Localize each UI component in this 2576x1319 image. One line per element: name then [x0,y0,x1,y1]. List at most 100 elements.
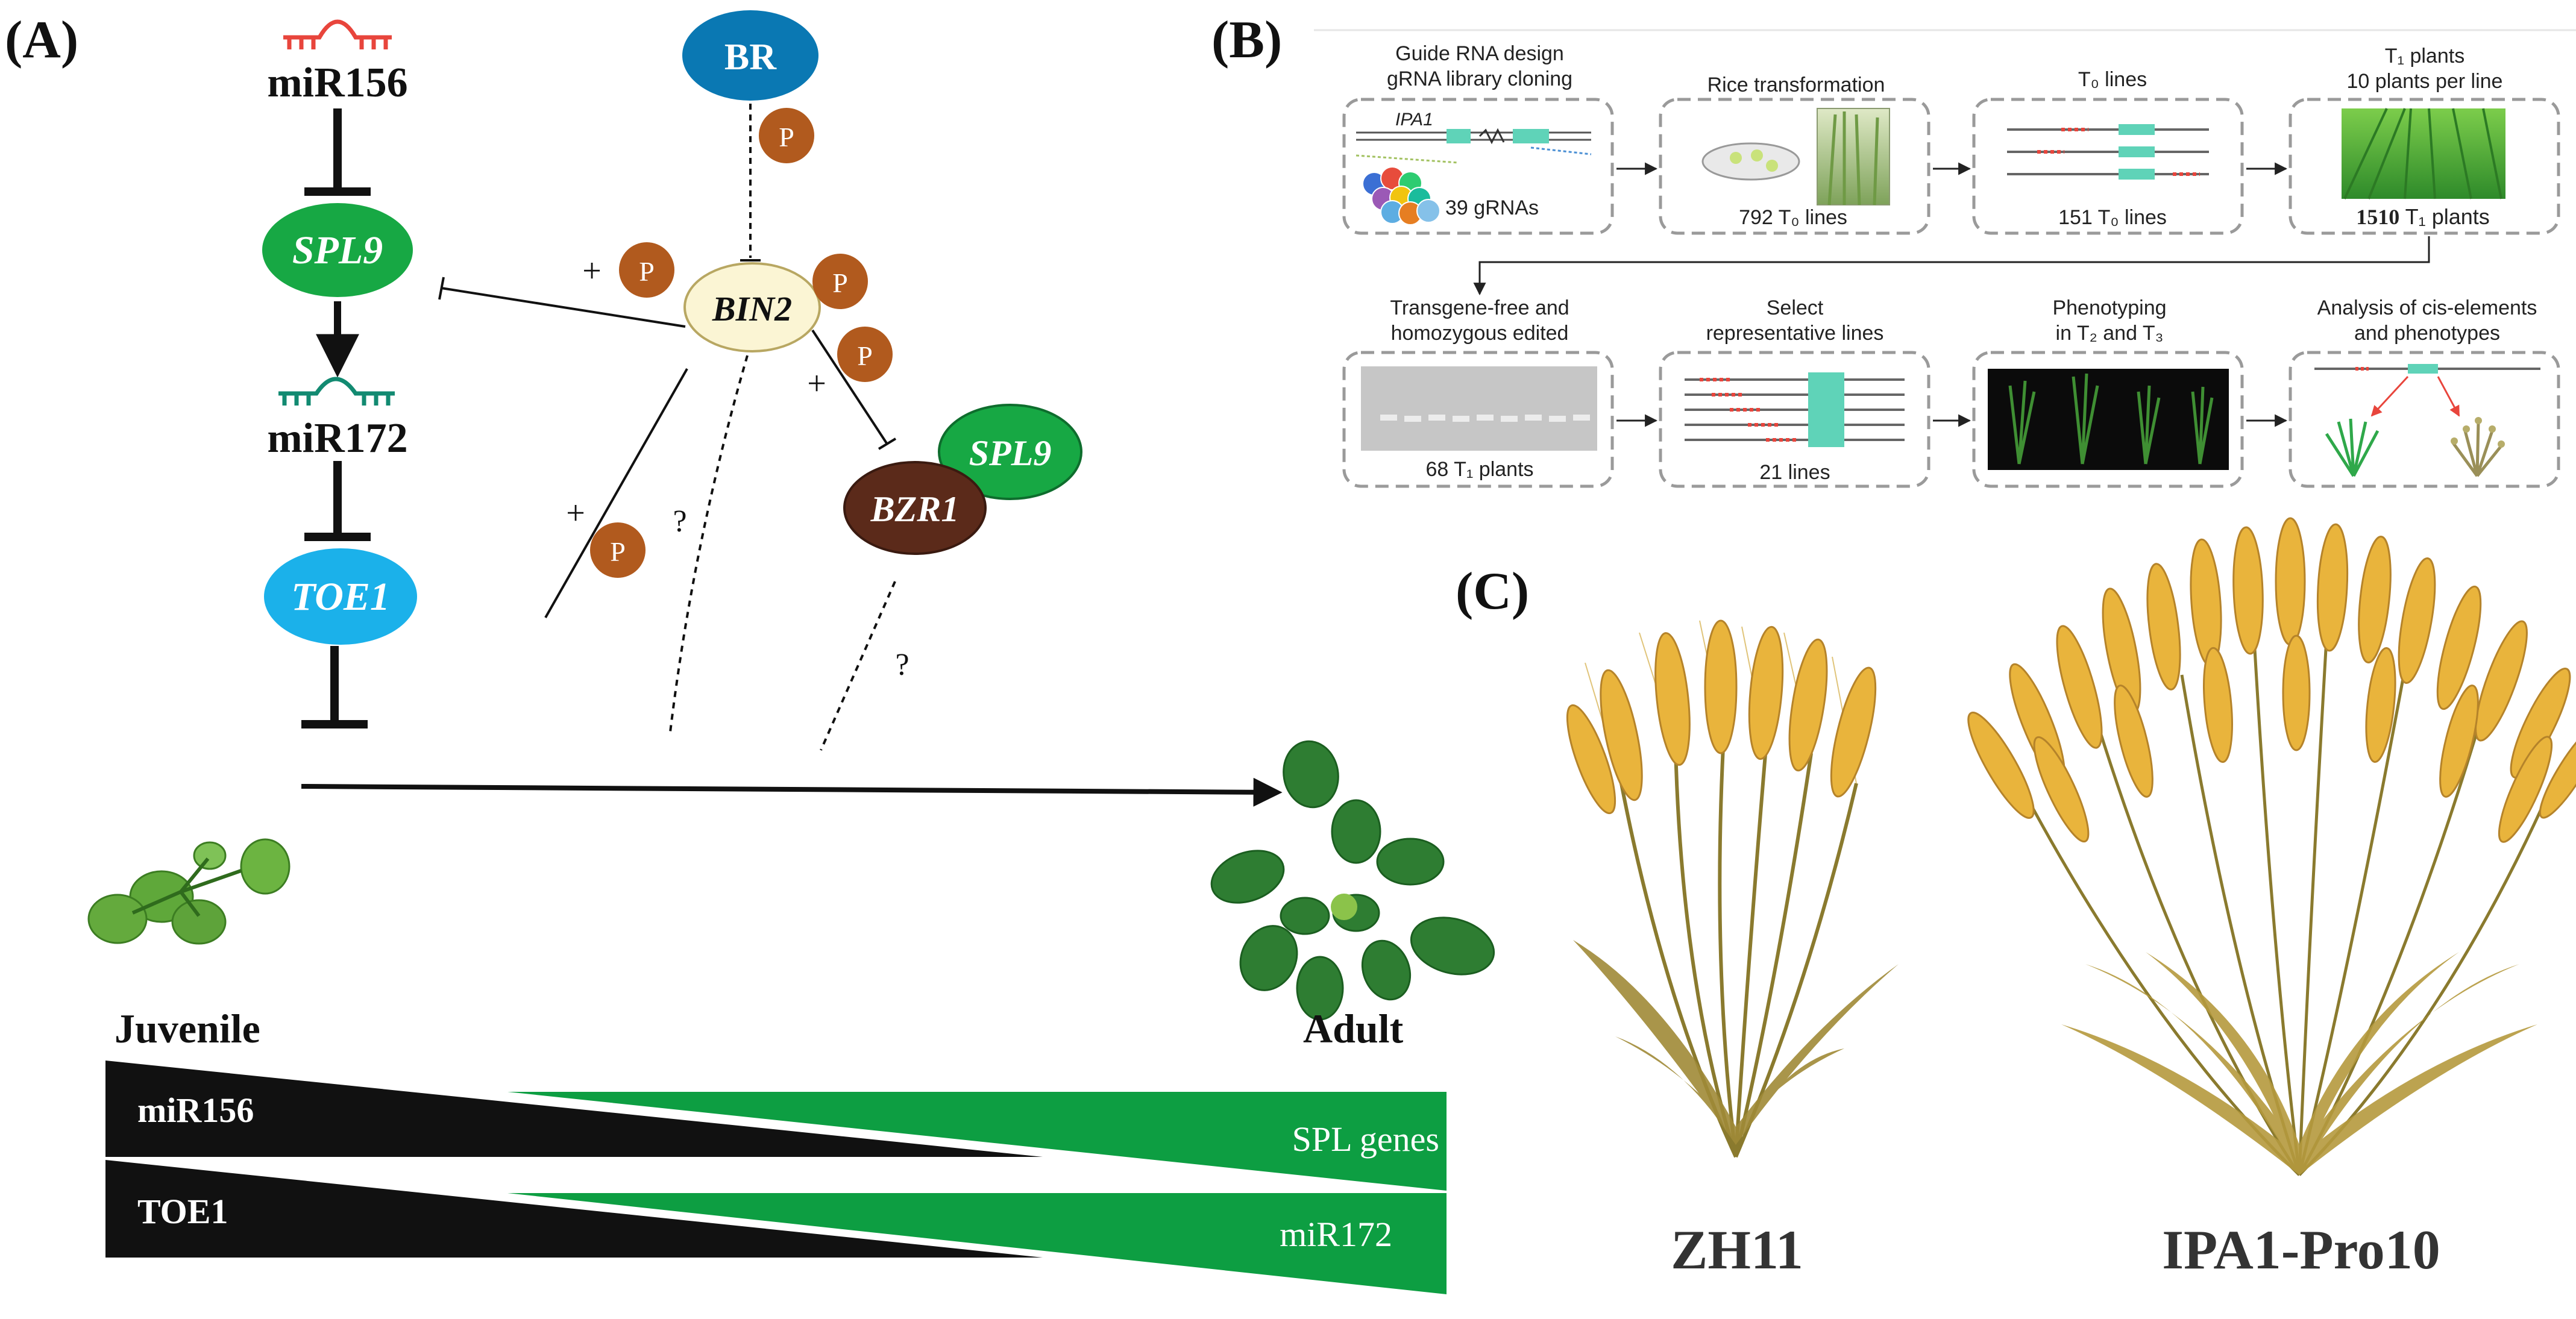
step1-caption: 39 gRNAs [1445,196,1539,219]
step4-title-line2: 10 plants per line [2347,70,2503,93]
toe1-mir172-triangles: TOE1 miR172 [105,1160,1447,1294]
bar-bottom-left-label: TOE1 [137,1192,228,1231]
step6-caption: 21 lines [1759,461,1830,484]
step1-title-line1: Guide RNA design [1395,42,1564,65]
inhibit-br-bin2 [740,104,761,262]
bin2-node: BIN2 [683,262,821,352]
step7-content [1988,369,2229,470]
panel-c-label: (C) [1456,562,1529,621]
step8-title-line1: Analysis of cis-elements [2317,296,2537,319]
juvenile-plant-icon [87,838,291,945]
adult-plant-icon [1210,740,1495,1021]
br-node: BR [682,10,818,101]
step5-title-line1: Transgene-free and [1390,296,1569,319]
step8-title-line2: and phenotypes [2354,322,2500,345]
inhibit-mir156-spl9 [304,108,371,196]
step2-title-line1: Rice transformation [1707,74,1885,96]
step4-title-line1: T₁ plants [2385,45,2464,67]
plus-sign-1: + [582,252,602,290]
panel-c: (C) [1456,517,2576,1280]
toe1-label: TOE1 [291,575,390,619]
step4-box [2289,98,2560,235]
ipa1-pro10-plant-icon [1967,517,2576,1176]
panel-b-label: (B) [1211,11,1282,69]
bin2-question-link [669,355,749,733]
step3-caption: 151 T₀ lines [2058,206,2167,229]
spl9-label: SPL9 [292,228,383,272]
step5-box [1342,351,1614,488]
flow-arrow-4-5 [1473,236,2430,296]
step7-box [1972,351,2244,488]
phospho-circle-2: P [619,242,674,298]
question-mark-1: ? [673,504,686,539]
ipa1-pro10-caption: IPA1-Pro10 [2162,1219,2440,1280]
svg-text:P: P [832,268,848,298]
panel-b: (B) Guide RNA design gRNA library clonin… [1211,11,2576,488]
step1-box [1342,98,1614,235]
step1-title-line2: gRNA library cloning [1387,67,1572,90]
phospho-circle-3: P [812,254,868,309]
spl9-partner-label: SPL9 [969,433,1052,473]
svg-text:P: P [857,340,873,371]
step2-box [1659,98,1930,235]
step7-title-line2: in T₂ and T₃ [2056,322,2164,345]
inhibit-bin2-spl9 [438,277,686,328]
mir172-label: miR172 [267,415,407,462]
step2-content: 792 T₀ lines [1701,108,1890,229]
toe1-node: TOE1 [264,548,417,645]
phospho-circle-1: P [759,108,814,163]
zh11-plant-icon [1566,619,1899,1158]
step6-title-line1: Select [1767,296,1824,319]
mir156-spl-triangles: miR156 SPL genes [105,1061,1447,1191]
inhibit-toe1-transition [301,646,368,728]
mir156-hairpin-icon [283,19,392,49]
step5-content: 68 T₁ plants [1361,366,1597,481]
bar-bottom-right-label: miR172 [1280,1215,1392,1254]
step6-box [1659,351,1930,488]
br-label: BR [724,37,777,78]
plus-sign-3: + [566,495,585,532]
adult-label: Adult [1303,1006,1404,1051]
zh11-caption: ZH11 [1671,1219,1803,1280]
plus-sign-2: + [807,365,826,403]
step3-box [1972,98,2244,235]
inhibit-mir172-toe1 [304,461,371,541]
phospho-circle-5: P [590,522,646,578]
question-mark-2: ? [895,648,909,682]
step8-box [2289,351,2560,488]
step4-content: 1510 T₁ plants [2342,108,2505,229]
step6-content: 21 lines [1685,372,1905,484]
bin2-label: BIN2 [712,289,792,328]
step8-content [2314,364,2540,477]
svg-text:P: P [779,122,794,152]
step6-title-line2: representative lines [1706,322,1884,345]
step4-caption: 1510 T₁ plants [2356,204,2490,229]
mir156-label: miR156 [267,60,407,106]
bzr1-question-link [820,581,896,751]
bin2-juvenile-link [544,368,688,618]
bzr1-node: BZR1 [843,461,987,555]
bar-top-left-label: miR156 [137,1091,254,1130]
mir172-hairpin-icon [278,377,395,406]
phospho-circle-4: P [837,327,893,382]
spl9-partner-node: SPL9 [938,404,1082,500]
step5-caption: 68 T₁ plants [1425,458,1533,481]
step1-gene-label: IPA1 [1395,110,1433,130]
panel-a-label: (A) [5,11,78,69]
panel-a: (A) miR156 SPL9 miR172 [5,10,1495,1294]
juvenile-label: Juvenile [115,1006,260,1051]
svg-text:P: P [639,256,655,287]
step7-title-line1: Phenotyping [2052,296,2166,319]
step5-title-line2: homozygous edited [1391,322,1569,345]
bzr1-label: BZR1 [870,489,960,529]
step1-content: IPA1 39 gRNAs [1356,110,1592,225]
svg-text:P: P [610,536,626,567]
spl9-node: SPL9 [262,203,413,297]
step2-caption: 792 T₀ lines [1739,206,1847,229]
transition-arrow [301,777,1283,807]
bar-top-right-label: SPL genes [1292,1120,1439,1159]
inhibit-bin2-bzr1 [811,329,897,450]
step3-content: 151 T₀ lines [2007,124,2209,229]
step3-title-line1: T₀ lines [2078,68,2147,91]
